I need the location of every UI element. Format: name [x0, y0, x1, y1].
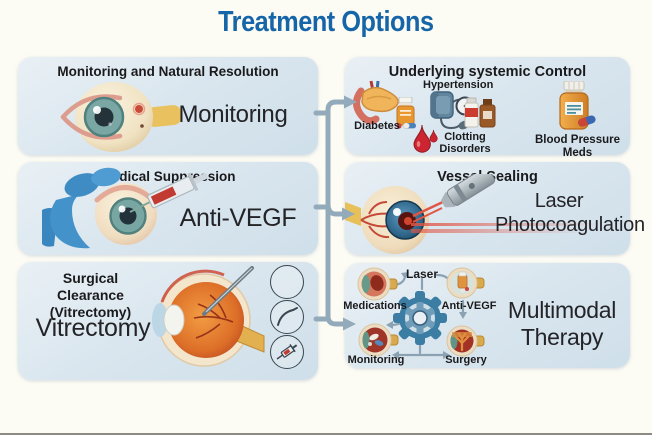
hook-tool-icon — [270, 300, 304, 334]
laser-photocoagulation-label: Laser Photocoagulation — [495, 190, 645, 236]
bottom-edge-line — [0, 433, 652, 435]
panel-systemic-header: Underlying systemic Control — [388, 64, 587, 80]
pancreas-icon — [353, 80, 399, 125]
anti-vegf-node-icon — [446, 267, 485, 299]
syringe-tool-icon — [270, 335, 304, 369]
diabetes-label: Diabetes — [354, 120, 400, 132]
panel-monitoring-header: Monitoring and Natural Resolution — [57, 64, 279, 79]
monitoring-node-label: Monitoring — [347, 354, 405, 366]
surgery-node-label: Surgery — [445, 354, 487, 366]
clotting-meds-bottles-icon — [464, 97, 496, 128]
medicine-vial-icon — [396, 97, 416, 129]
hypertension-label: Hypertension — [423, 79, 494, 91]
page-title: Treatment Options — [218, 6, 434, 38]
laser-node-label: Laser — [405, 267, 439, 281]
panel-monitoring: Monitoring and Natural Resolution Monito… — [18, 57, 318, 155]
vitrectomy-label: Vitrectomy — [35, 314, 151, 342]
clotting-disorders-label: Clotting Disorders — [439, 131, 491, 156]
medications-node-label: Medications — [343, 300, 407, 312]
multimodal-therapy-label: Multimodal Therapy — [507, 297, 617, 351]
gloved-hand-injection-icon — [42, 167, 209, 249]
blood-drops-icon — [413, 124, 438, 153]
panel-multimodal: Laser Medications Anti-VEGF Monitoring S… — [343, 263, 630, 368]
anti-vegf-label: Anti-VEGF — [179, 204, 297, 232]
surgery-node-icon — [446, 325, 485, 357]
eye-icon — [60, 82, 183, 152]
panel-vessel-sealing: Vessel Sealing — [345, 162, 645, 255]
panel-systemic-control: Underlying systemic Control Diabetes Hyp… — [345, 57, 630, 159]
empty-circle-icon — [270, 265, 304, 299]
bp-meds-label: Blood Pressure Meds — [535, 134, 620, 159]
eye-cross-section-icon — [152, 266, 265, 367]
pill-bottle-icon — [559, 81, 596, 130]
monitoring-node-icon — [358, 323, 399, 357]
flow-arrows — [313, 95, 357, 331]
medications-node-icon — [357, 267, 398, 301]
anti-vegf-node-label: Anti-VEGF — [441, 300, 497, 312]
panel-surgical: Surgical Clearance (Vitrectomy) Vitrecto… — [18, 262, 318, 380]
panel-medical-suppression: Medical Suppression — [18, 162, 318, 255]
laser-eye-icon — [345, 174, 601, 254]
panel-surgical-header: Surgical Clearance (Vitrectomy) — [49, 270, 132, 320]
gear-icon — [393, 291, 447, 345]
multimodal-cycle-icon — [357, 267, 485, 359]
monitoring-label: Monitoring — [178, 101, 288, 128]
title-bar: Treatment Options — [0, 6, 652, 39]
